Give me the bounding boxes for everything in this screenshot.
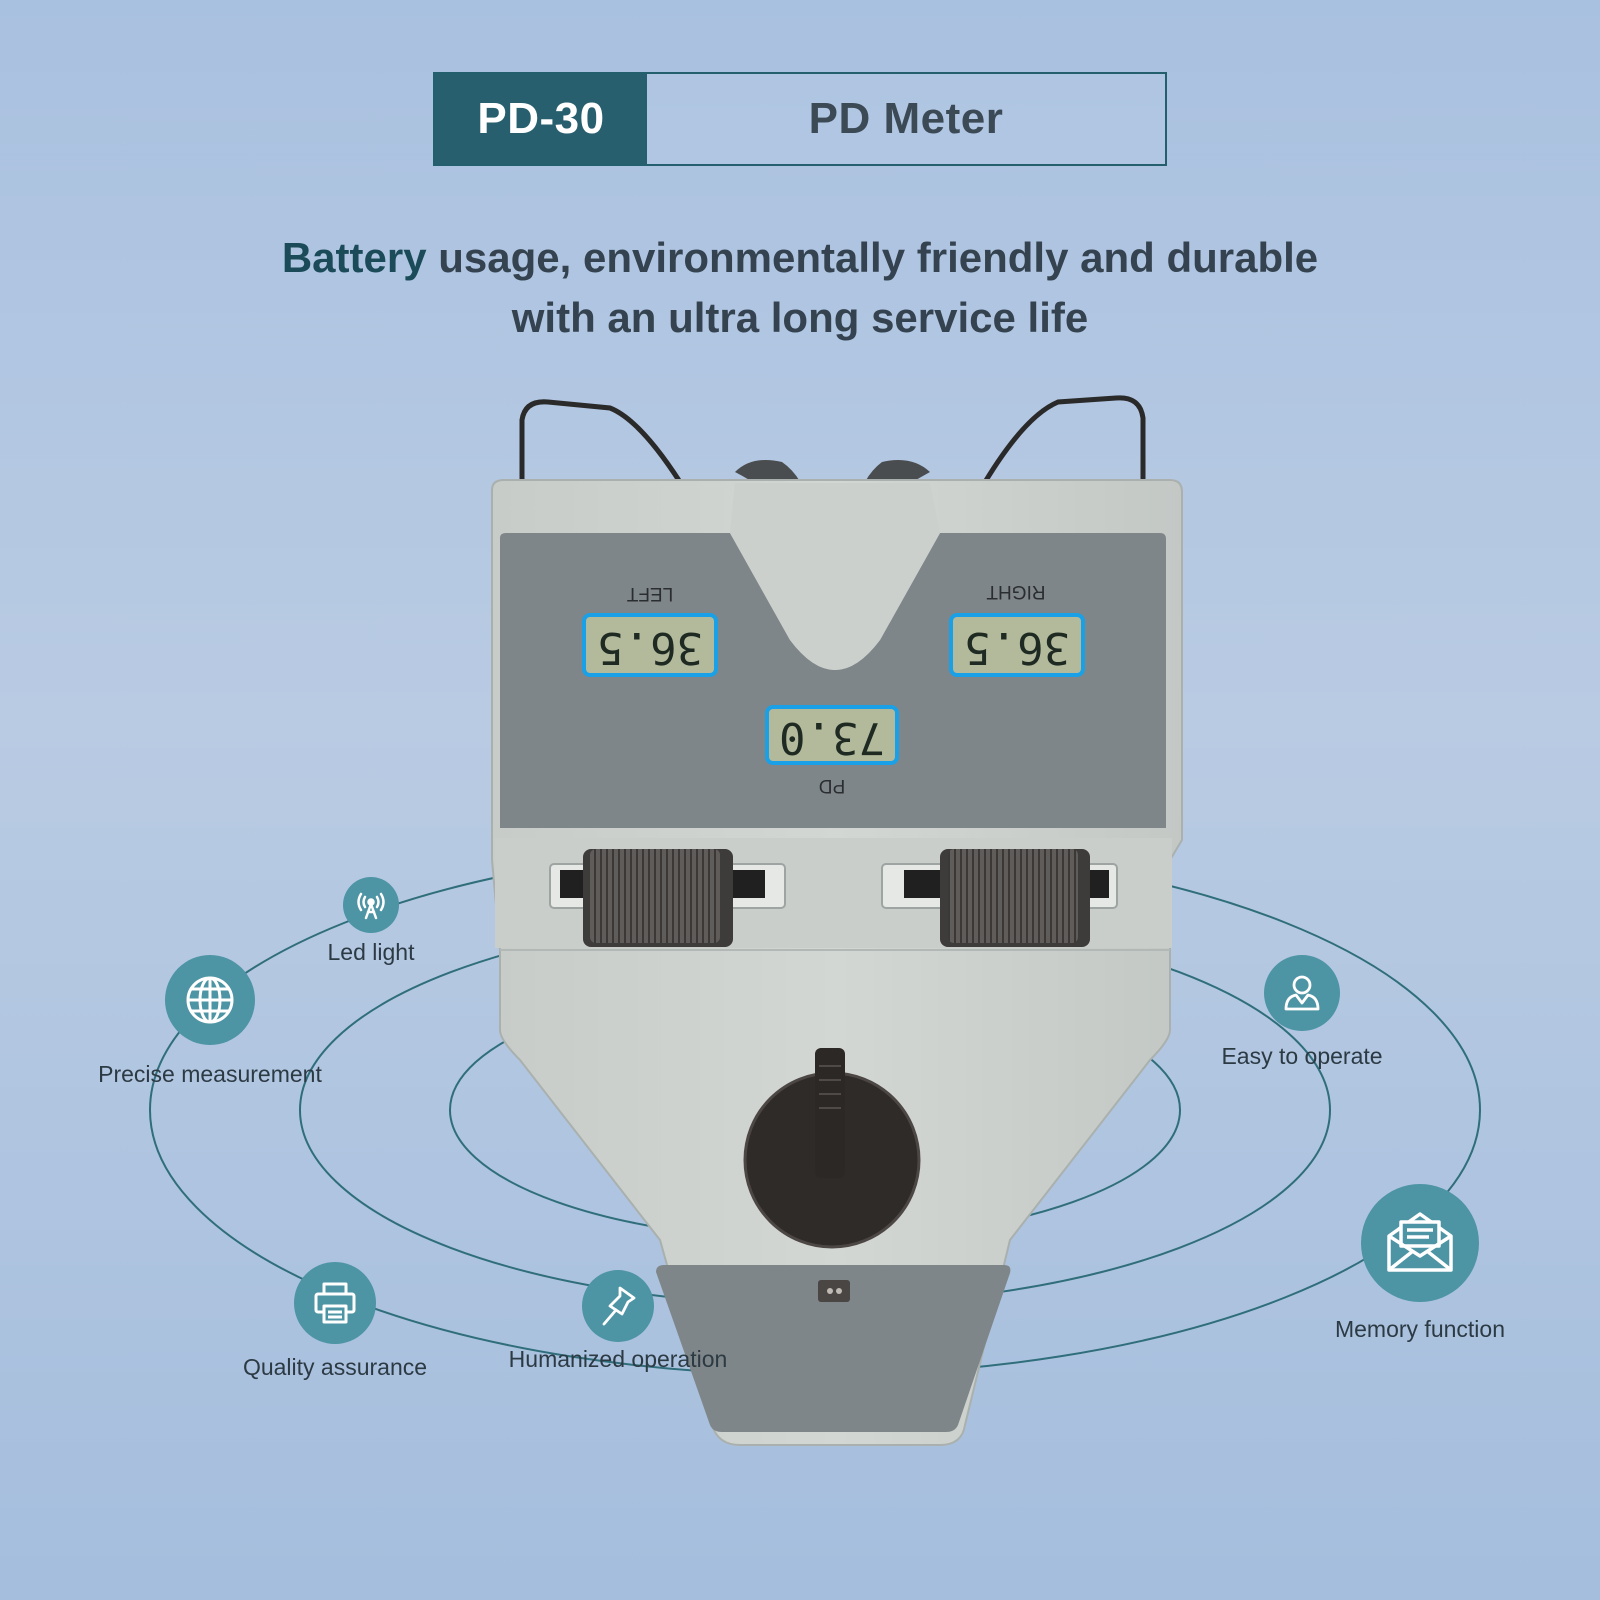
knob-right-ridges [948, 849, 1078, 943]
pushpin-icon [602, 1286, 636, 1326]
headline-line1-rest: usage, environmentally friendly and dura… [426, 234, 1319, 281]
model-number: PD-30 [435, 74, 647, 164]
feature-led-light: Led light [291, 877, 451, 966]
feature-humanized-operation-label: Humanized operation [508, 1346, 728, 1372]
printer-icon [314, 1282, 356, 1324]
headline-highlight: Battery [281, 234, 427, 281]
feature-quality-assurance: Quality assurance [220, 1262, 450, 1381]
display-panel [500, 533, 1166, 828]
feature-led-light-circle [343, 877, 399, 933]
pd-label: PD [819, 775, 845, 796]
feature-easy-to-operate-label: Easy to operate [1221, 1043, 1383, 1069]
envelope-icon [1387, 1212, 1453, 1272]
nose-notch [730, 483, 940, 670]
feature-humanized-operation-circle [582, 1270, 654, 1342]
headline-line1: Battery usage, environmentally friendly … [0, 228, 1600, 288]
feature-memory-function-label: Memory function [1334, 1316, 1505, 1342]
headline-line2: with an ultra long service life [511, 294, 1089, 341]
feature-easy-to-operate: Easy to operate [1192, 955, 1412, 1070]
bottom-panel [656, 1265, 1011, 1432]
antenna-icon [357, 892, 385, 920]
globe-icon [186, 976, 234, 1024]
battery-dot-2 [836, 1288, 842, 1294]
feature-led-light-label: Led light [327, 939, 415, 965]
product-name: PD Meter [808, 94, 1004, 143]
feature-memory-function: Memory function [1300, 1184, 1540, 1343]
feature-precise-measurement-label: Precise measurement [98, 1061, 322, 1087]
lcd-pd-value: 73.0 [779, 712, 885, 763]
lcd-left-value: 36.5 [597, 622, 703, 673]
wire-right [982, 395, 1146, 485]
feature-humanized-operation: Humanized operation [488, 1270, 748, 1373]
feature-memory-function-circle [1361, 1184, 1479, 1302]
battery-dot-1 [827, 1288, 833, 1294]
lcd-right-frame [949, 613, 1085, 677]
left-label: LEFT [626, 583, 673, 604]
right-label: RIGHT [986, 581, 1046, 602]
dial-lever-grip [819, 1065, 841, 1109]
headline: Battery usage, environmentally friendly … [0, 228, 1600, 348]
feature-precise-measurement: Precise measurement [80, 955, 340, 1088]
feature-easy-to-operate-circle [1264, 955, 1340, 1031]
wire-rests [519, 395, 1146, 485]
lcd-right: 36.5 [949, 613, 1085, 677]
wire-left [519, 399, 683, 485]
feature-quality-assurance-label: Quality assurance [242, 1354, 428, 1380]
user-icon [1284, 975, 1320, 1011]
battery-window [818, 1280, 850, 1302]
lcd-left-frame [582, 613, 718, 677]
dial-lever[interactable] [815, 1048, 845, 1178]
lcd-pd-frame [765, 705, 899, 765]
knob-left[interactable] [583, 849, 733, 947]
feature-precise-measurement-circle [165, 955, 255, 1045]
knob-right[interactable] [940, 849, 1090, 947]
lcd-left: 36.5 [582, 613, 718, 677]
knob-left-ridges [590, 849, 720, 943]
feature-quality-assurance-circle [294, 1262, 376, 1344]
lcd-pd: 73.0 [765, 705, 899, 765]
lcd-right-value: 36.5 [964, 622, 1070, 673]
product-header: PD-30 PD Meter [433, 72, 1167, 166]
